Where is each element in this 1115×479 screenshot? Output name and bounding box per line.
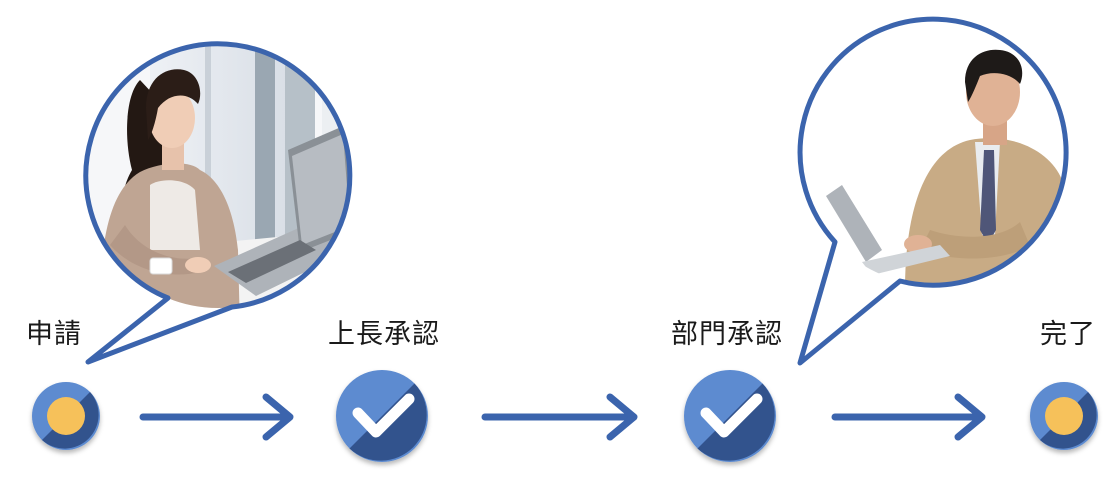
step-3-check-icon (684, 370, 776, 462)
arrow-step3-to-step4 (831, 393, 986, 441)
step-3-label: 部門承認 (671, 319, 783, 350)
step-1-dot-icon (32, 382, 100, 450)
arrow-step1-to-step2 (139, 393, 294, 441)
applicant-photo (86, 44, 350, 308)
step-2-check-icon (336, 370, 428, 462)
department-approver-photo (800, 19, 1066, 285)
step-1-label: 申請 (26, 319, 82, 350)
step-4-dot-icon (1030, 382, 1098, 450)
applicant-speech-bubble (83, 41, 353, 365)
step-2-label: 上長承認 (328, 319, 440, 350)
arrow-step2-to-step3 (481, 393, 638, 441)
department-approver-speech-bubble (797, 16, 1069, 366)
step-4-label: 完了 (1040, 319, 1096, 350)
